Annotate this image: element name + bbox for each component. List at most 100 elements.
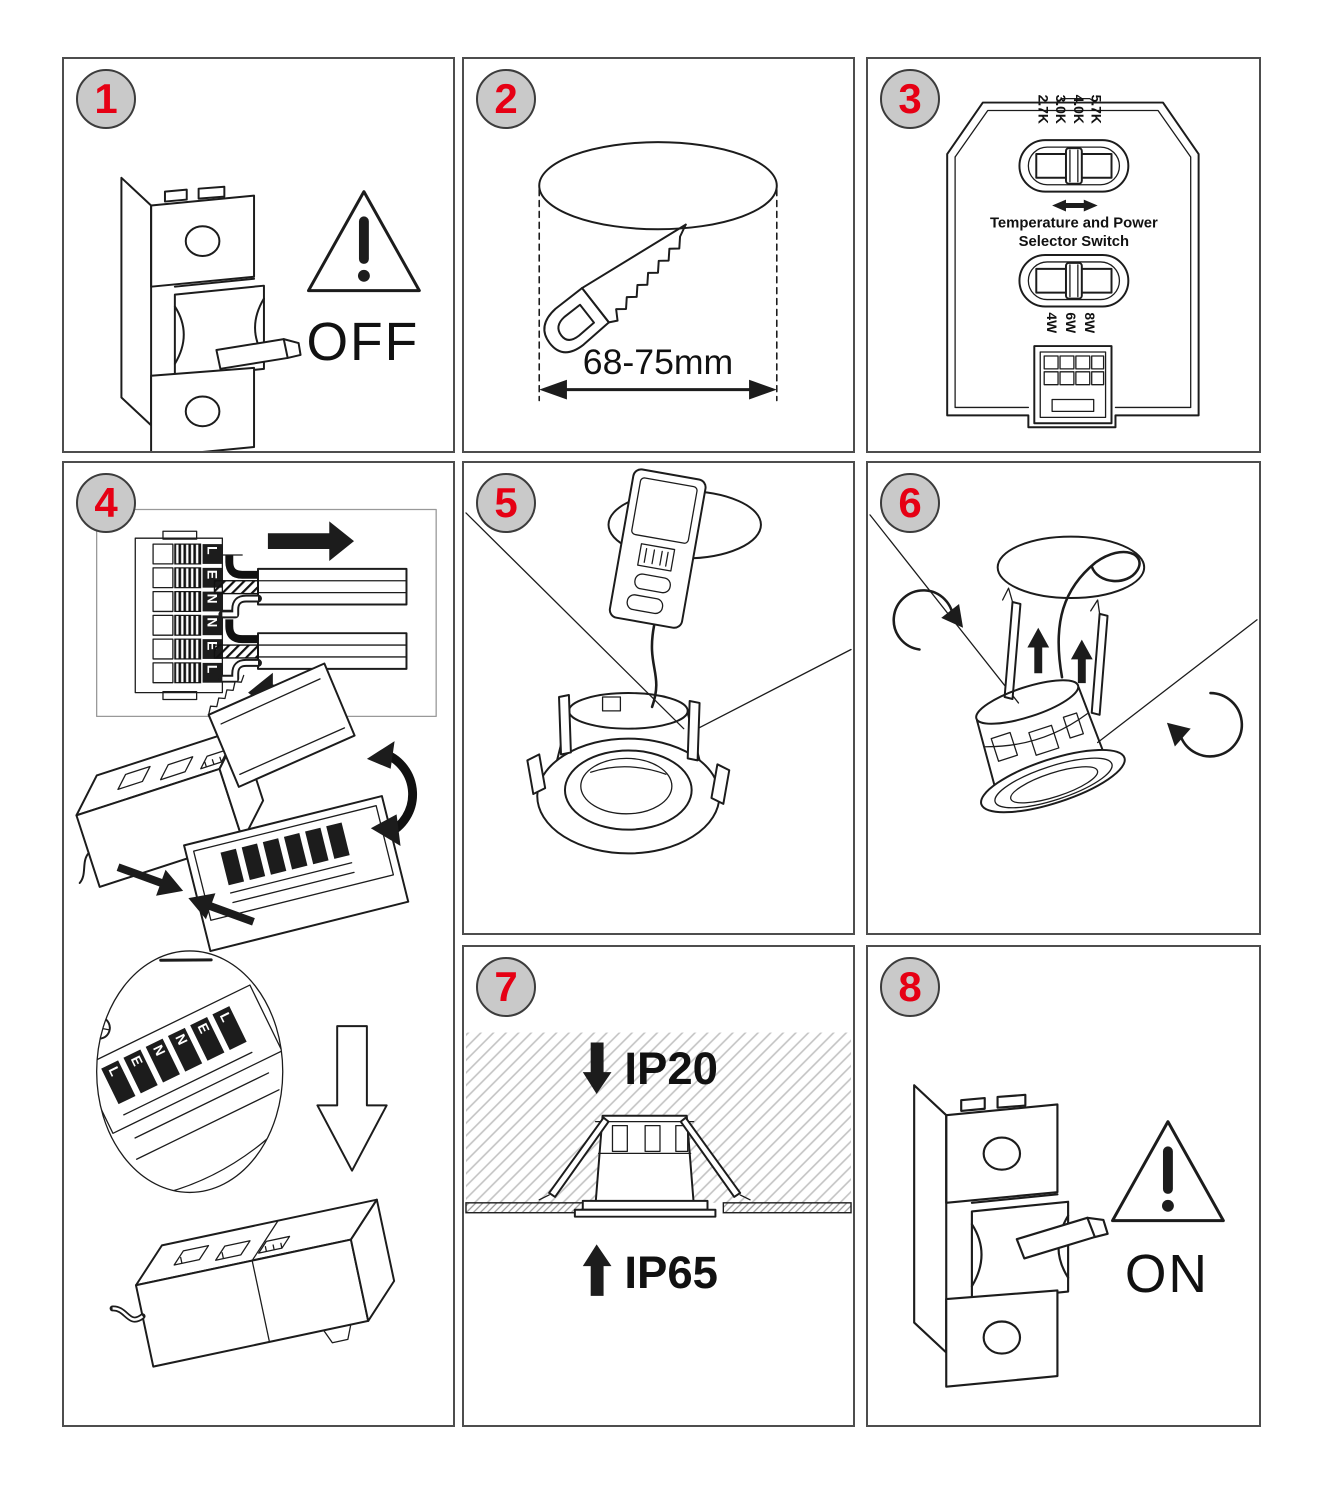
push-up-arrows bbox=[1027, 627, 1093, 684]
step-6-badge: 6 bbox=[880, 473, 940, 533]
spring-clip bbox=[526, 694, 731, 805]
step-8-badge: 8 bbox=[880, 957, 940, 1017]
step-5-panel: 5 bbox=[462, 461, 855, 935]
down-arrow-icon bbox=[582, 1042, 612, 1094]
power-options: 4W 6W 8W bbox=[1044, 312, 1098, 334]
step-number: 4 bbox=[94, 479, 118, 526]
step-5-badge: 5 bbox=[476, 473, 536, 533]
ceiling-line bbox=[869, 514, 1020, 704]
hinged-clamp-cover bbox=[207, 662, 356, 788]
step-7-badge: 7 bbox=[476, 957, 536, 1017]
downlight-fixture bbox=[526, 692, 731, 855]
svg-text:4.0K: 4.0K bbox=[1071, 95, 1087, 124]
step-1-badge: 1 bbox=[76, 69, 136, 129]
selector-caption-line2: Selector Switch bbox=[1019, 234, 1129, 250]
step-number: 1 bbox=[94, 75, 118, 122]
recessed-fixture-section bbox=[538, 1114, 751, 1218]
step-number: 2 bbox=[494, 75, 518, 122]
svg-text:5.7K: 5.7K bbox=[1089, 95, 1105, 124]
ceiling-line bbox=[1097, 619, 1258, 744]
supply-cable-bottom bbox=[213, 619, 408, 683]
driver-closed-illustration bbox=[109, 1198, 396, 1368]
step-6-illustration bbox=[869, 514, 1258, 814]
inner-terminal-strip bbox=[220, 822, 355, 904]
step-3-illustration: 2.7K 3.0K 4.0K 5.7K Temperature and Powe… bbox=[946, 95, 1200, 429]
spring-arm bbox=[1001, 587, 1109, 716]
step-4-badge: 4 bbox=[76, 473, 136, 533]
step-2-panel: 2 68-75mm bbox=[462, 57, 855, 453]
driver-top-view bbox=[946, 97, 1200, 429]
ip20-label: IP20 bbox=[624, 1043, 718, 1094]
svg-text:E: E bbox=[205, 570, 221, 579]
terminal-block-diagram: L E N bbox=[134, 530, 224, 701]
temperature-options: 2.7K 3.0K 4.0K 5.7K bbox=[1035, 95, 1104, 124]
svg-text:3.0K: 3.0K bbox=[1053, 95, 1069, 124]
driver-through-hole bbox=[608, 468, 707, 629]
step-7-illustration: IP20 IP65 bbox=[465, 1032, 852, 1298]
power-off-label: OFF bbox=[307, 313, 420, 372]
step-8-illustration: ON bbox=[913, 1084, 1225, 1388]
step-2-badge: 2 bbox=[476, 69, 536, 129]
step-number: 8 bbox=[898, 963, 922, 1010]
step-2-illustration: 68-75mm bbox=[538, 141, 778, 402]
step-4-panel: 4 bbox=[62, 461, 455, 1427]
driver-open-illustration bbox=[75, 662, 417, 953]
ceiling-line bbox=[465, 512, 685, 730]
ip65-label: IP65 bbox=[624, 1247, 718, 1298]
rotate-arrow-icon bbox=[892, 589, 1244, 758]
circuit-breaker-icon bbox=[913, 1084, 1109, 1388]
svg-text:4W: 4W bbox=[1044, 312, 1060, 334]
slide-close-arrows bbox=[116, 863, 255, 926]
warning-triangle-icon bbox=[1111, 1120, 1225, 1223]
svg-text:L: L bbox=[205, 665, 221, 674]
ceiling-hole-ellipse bbox=[538, 141, 778, 231]
step-7-panel: 7 bbox=[462, 945, 855, 1427]
terminal-rows: L E N bbox=[152, 543, 223, 684]
step-4-illustration: L E N bbox=[75, 508, 437, 1368]
terminal-connector bbox=[1033, 345, 1113, 425]
step-1-panel: 1 bbox=[62, 57, 455, 453]
insert-arrow-icon bbox=[267, 521, 355, 561]
supply-cable-top bbox=[213, 554, 408, 619]
step-number: 7 bbox=[494, 963, 518, 1010]
driver-cable bbox=[650, 624, 658, 709]
push-down-arrow-icon bbox=[316, 1025, 388, 1172]
svg-text:6W: 6W bbox=[1063, 312, 1079, 334]
ip65-marking: IP65 bbox=[582, 1244, 718, 1298]
spring-left bbox=[548, 1116, 610, 1198]
selector-caption-line1: Temperature and Power bbox=[990, 215, 1158, 231]
step-8-panel: 8 ON bbox=[866, 945, 1261, 1427]
downlight-canister bbox=[975, 679, 1126, 814]
ip20-marking: IP20 bbox=[582, 1042, 718, 1094]
saw-icon bbox=[543, 223, 687, 354]
step-6-panel: 6 bbox=[866, 461, 1261, 935]
step-5-illustration bbox=[465, 468, 852, 855]
svg-text:E: E bbox=[205, 641, 221, 650]
circuit-breaker-icon bbox=[120, 176, 302, 451]
terminal-magnifier: L E N N E L bbox=[96, 950, 284, 1194]
power-selector-switch bbox=[1018, 254, 1130, 308]
power-on-label: ON bbox=[1125, 1245, 1209, 1304]
slide-direction-arrow bbox=[1052, 199, 1098, 212]
ceiling-hole-ellipse bbox=[996, 535, 1146, 600]
up-arrow-icon bbox=[582, 1244, 612, 1296]
dimension-arrow bbox=[539, 379, 777, 400]
svg-text:L: L bbox=[205, 546, 221, 555]
svg-text:2.7K: 2.7K bbox=[1035, 95, 1051, 124]
hinge-rotate-arrow-icon bbox=[366, 741, 417, 847]
svg-text:8W: 8W bbox=[1082, 312, 1098, 334]
temperature-selector-switch bbox=[1018, 139, 1130, 193]
step-number: 5 bbox=[494, 479, 518, 526]
step-number: 6 bbox=[898, 479, 922, 526]
warning-triangle-icon bbox=[307, 190, 421, 293]
svg-text:N: N bbox=[205, 617, 221, 627]
step-number: 3 bbox=[898, 75, 922, 122]
svg-text:N: N bbox=[205, 594, 221, 604]
step-1-illustration: OFF bbox=[120, 176, 421, 451]
cable-loop bbox=[1057, 550, 1141, 679]
ceiling-line bbox=[689, 648, 852, 734]
step-3-badge: 3 bbox=[880, 69, 940, 129]
spring-right bbox=[679, 1116, 742, 1198]
bezel-lip bbox=[573, 1208, 717, 1218]
